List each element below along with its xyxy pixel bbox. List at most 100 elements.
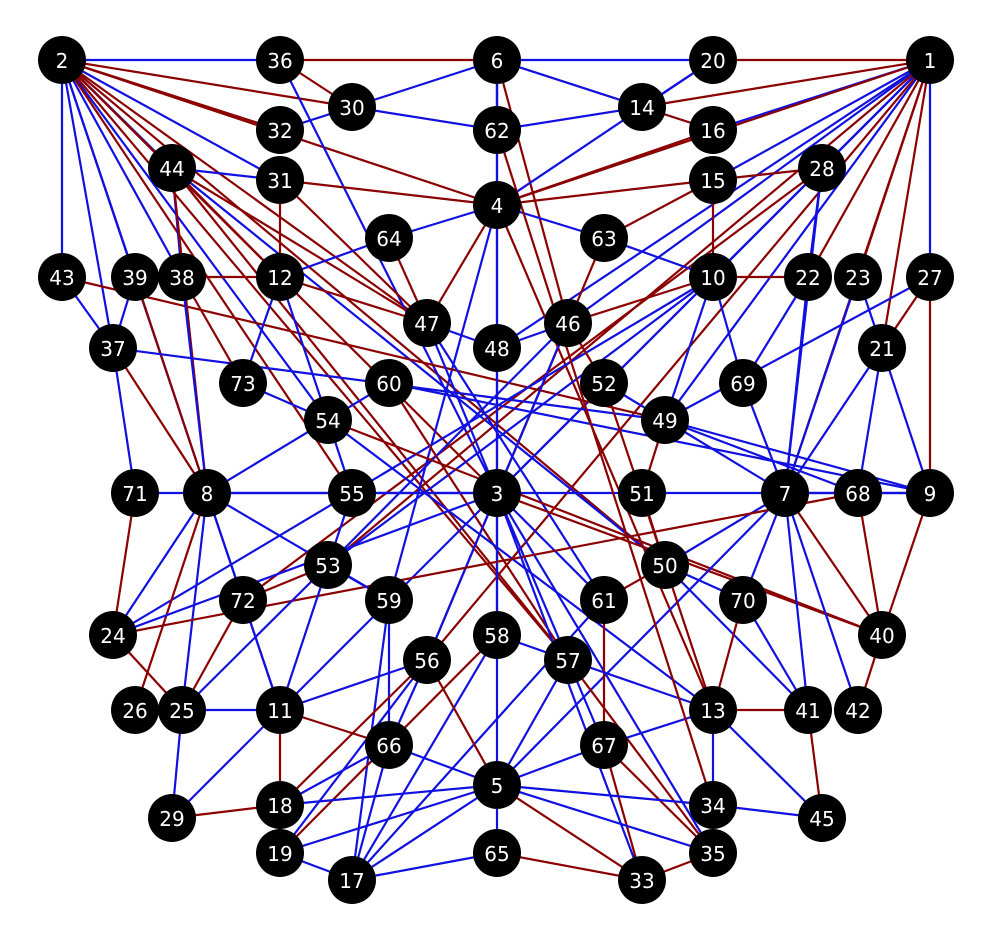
node-circle xyxy=(906,36,954,84)
node-7: 7 xyxy=(761,469,809,517)
node-label: 42 xyxy=(845,699,870,723)
node-label: 2 xyxy=(56,49,69,73)
node-48: 48 xyxy=(473,324,521,372)
edge-8-25 xyxy=(180,492,209,711)
node-label: 18 xyxy=(267,794,292,818)
edge-49-9 xyxy=(664,418,931,495)
edge-47-61 xyxy=(426,322,605,601)
node-label: 13 xyxy=(700,699,725,723)
edge-2-38 xyxy=(61,59,183,278)
node-circle xyxy=(473,829,521,877)
node-circle xyxy=(544,299,592,347)
edge-12-54 xyxy=(278,276,330,421)
node-64: 64 xyxy=(365,214,413,262)
node-label: 10 xyxy=(700,266,725,290)
edge-20-4 xyxy=(496,59,714,206)
edge-10-49 xyxy=(663,276,715,421)
node-23: 23 xyxy=(834,253,882,301)
node-label: 44 xyxy=(159,157,184,181)
node-circle xyxy=(834,469,882,517)
edge-4-13 xyxy=(495,204,715,711)
node-label: 66 xyxy=(376,734,401,758)
edge-30-62 xyxy=(351,105,498,132)
node-circle xyxy=(858,611,906,659)
edge-6-14 xyxy=(496,58,643,109)
node-label: 62 xyxy=(484,119,509,143)
node-circle xyxy=(219,576,267,624)
edge-57-35 xyxy=(567,659,714,854)
edge-1-46 xyxy=(567,59,931,324)
edge-5-19 xyxy=(279,783,498,855)
node-label: 57 xyxy=(555,649,580,673)
node-circle xyxy=(256,156,304,204)
node-circle xyxy=(256,686,304,734)
node-label: 35 xyxy=(700,842,725,866)
node-circle xyxy=(256,829,304,877)
edge-3-57 xyxy=(495,492,570,661)
edge-3-40 xyxy=(496,491,883,637)
node-label: 60 xyxy=(376,372,401,396)
edge-13-45 xyxy=(712,709,823,819)
node-circle xyxy=(158,686,206,734)
node-label: 49 xyxy=(652,409,677,433)
node-circle xyxy=(403,636,451,684)
edge-10-24 xyxy=(112,276,714,636)
edge-56-19 xyxy=(279,659,428,854)
node-label: 37 xyxy=(100,337,125,361)
node-circle xyxy=(304,396,352,444)
node-27: 27 xyxy=(906,253,954,301)
node-label: 19 xyxy=(267,842,292,866)
node-15: 15 xyxy=(689,156,737,204)
node-3: 3 xyxy=(473,469,521,517)
node-circle xyxy=(89,324,137,372)
node-circle xyxy=(365,359,413,407)
node-circle xyxy=(111,253,159,301)
edge-44-57 xyxy=(171,167,569,661)
edge-5-18 xyxy=(279,783,498,807)
node-circle xyxy=(580,721,628,769)
node-31: 31 xyxy=(256,156,304,204)
node-circle xyxy=(473,181,521,229)
node-label: 14 xyxy=(629,96,654,120)
edge-65-33 xyxy=(496,851,643,882)
node-label: 54 xyxy=(315,409,340,433)
node-38: 38 xyxy=(158,253,206,301)
node-33: 33 xyxy=(618,856,666,904)
node-circle xyxy=(618,856,666,904)
node-label: 39 xyxy=(122,266,147,290)
node-circle xyxy=(473,36,521,84)
node-label: 71 xyxy=(122,482,147,506)
node-circle xyxy=(256,36,304,84)
edge-3-61 xyxy=(496,492,605,601)
node-36: 36 xyxy=(256,36,304,84)
edge-4-59 xyxy=(387,204,499,601)
node-label: 55 xyxy=(339,482,364,506)
node-label: 24 xyxy=(100,624,125,648)
node-58: 58 xyxy=(473,611,521,659)
node-label: 56 xyxy=(414,649,439,673)
edge-54-13 xyxy=(327,419,714,711)
node-18: 18 xyxy=(256,781,304,829)
edge-38-8 xyxy=(180,276,209,494)
edge-21-68 xyxy=(856,347,884,494)
node-label: 72 xyxy=(230,589,255,613)
node-label: 38 xyxy=(169,266,194,290)
edge-33-3 xyxy=(495,492,644,881)
node-label: 28 xyxy=(809,157,834,181)
node-11: 11 xyxy=(256,686,304,734)
node-5: 5 xyxy=(473,761,521,809)
node-circle xyxy=(256,253,304,301)
node-66: 66 xyxy=(365,721,413,769)
node-28: 28 xyxy=(798,144,846,192)
node-54: 54 xyxy=(304,396,352,444)
node-label: 27 xyxy=(917,266,942,290)
node-label: 70 xyxy=(730,589,755,613)
node-21: 21 xyxy=(858,324,906,372)
node-circle xyxy=(858,324,906,372)
node-40: 40 xyxy=(858,611,906,659)
node-19: 19 xyxy=(256,829,304,877)
node-label: 61 xyxy=(591,589,616,613)
node-label: 59 xyxy=(376,589,401,613)
node-37: 37 xyxy=(89,324,137,372)
node-14: 14 xyxy=(618,83,666,131)
